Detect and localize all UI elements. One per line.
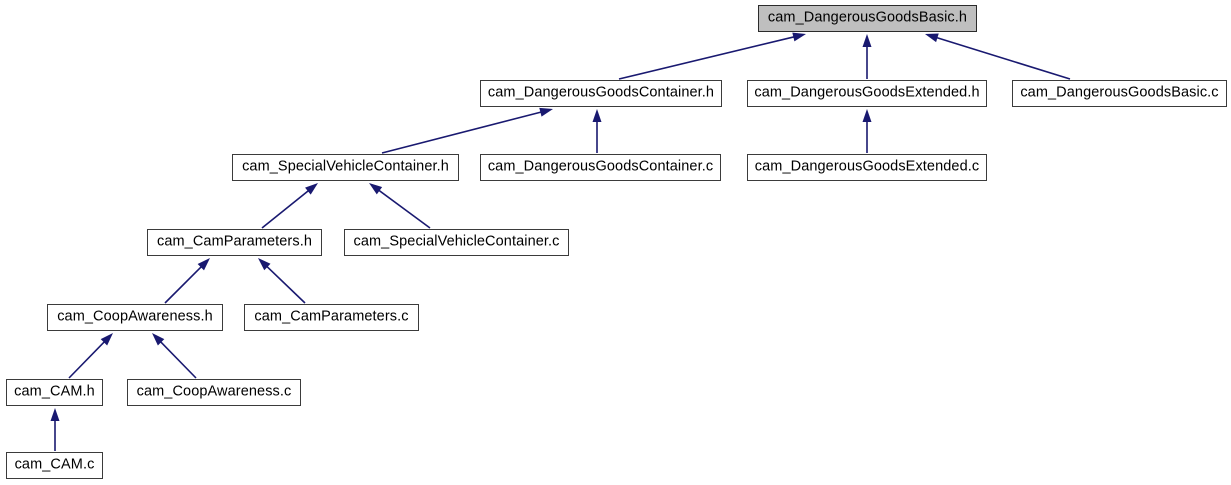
graph-node-label: cam_DangerousGoodsBasic.c bbox=[1020, 84, 1219, 101]
edge-line bbox=[261, 189, 310, 229]
graph-node-dangerous_goods_container_h[interactable]: cam_DangerousGoodsContainer.h bbox=[480, 80, 722, 107]
graph-edge-coop_awareness_h-to-cam_parameters_h bbox=[164, 258, 210, 304]
graph-edge-dangerous_goods_container_c-to-dangerous_goods_container_h bbox=[592, 109, 602, 153]
graph-node-label: cam_DangerousGoodsContainer.c bbox=[487, 158, 714, 175]
graph-node-cam_cam_h[interactable]: cam_CAM.h bbox=[6, 379, 103, 406]
graph-edge-special_vehicle_container_c-to-special_vehicle_container_h bbox=[369, 183, 431, 229]
graph-edge-cam_cam_h-to-coop_awareness_h bbox=[68, 333, 113, 379]
graph-node-label: cam_DangerousGoodsExtended.h bbox=[754, 84, 980, 101]
edge-line bbox=[265, 265, 306, 304]
graph-node-label: cam_DangerousGoodsBasic.h bbox=[767, 9, 968, 26]
graph-node-label: cam_DangerousGoodsContainer.h bbox=[487, 84, 715, 101]
edge-arrowhead-icon bbox=[197, 258, 210, 271]
graph-node-label: cam_CAM.h bbox=[14, 383, 95, 400]
graph-node-coop_awareness_c[interactable]: cam_CoopAwareness.c bbox=[127, 379, 301, 406]
edge-line bbox=[381, 110, 543, 154]
graph-node-special_vehicle_container_c[interactable]: cam_SpecialVehicleContainer.c bbox=[344, 229, 569, 256]
graph-node-label: cam_DangerousGoodsExtended.c bbox=[754, 158, 980, 175]
graph-node-cam_parameters_h[interactable]: cam_CamParameters.h bbox=[147, 229, 322, 256]
graph-node-label: cam_CoopAwareness.c bbox=[136, 383, 292, 400]
edge-arrowhead-icon bbox=[258, 258, 271, 271]
edge-arrowhead-icon bbox=[305, 183, 318, 195]
graph-node-coop_awareness_h[interactable]: cam_CoopAwareness.h bbox=[47, 304, 223, 331]
edge-arrowhead-icon bbox=[369, 183, 383, 195]
edge-arrowhead-icon bbox=[925, 33, 939, 43]
edge-arrowhead-icon bbox=[862, 109, 872, 122]
edge-line bbox=[159, 340, 197, 379]
edge-line bbox=[68, 340, 106, 379]
edge-arrowhead-icon bbox=[592, 109, 602, 122]
graph-edge-dangerous_goods_extended_h-to-dangerous_goods_basic_h bbox=[862, 34, 872, 79]
edge-line bbox=[164, 265, 203, 304]
edge-arrowhead-icon bbox=[50, 408, 60, 421]
graph-edge-dangerous_goods_extended_c-to-dangerous_goods_extended_h bbox=[862, 109, 872, 153]
graph-node-label: cam_SpecialVehicleContainer.h bbox=[242, 158, 449, 175]
graph-node-label: cam_SpecialVehicleContainer.c bbox=[353, 233, 560, 250]
graph-edge-cam_cam_c-to-cam_cam_h bbox=[50, 408, 60, 451]
edge-arrowhead-icon bbox=[862, 34, 872, 47]
graph-edge-cam_parameters_h-to-special_vehicle_container_h bbox=[261, 183, 318, 229]
edge-arrowhead-icon bbox=[100, 333, 113, 346]
graph-node-label: cam_CamParameters.c bbox=[254, 308, 409, 325]
graph-node-label: cam_CamParameters.h bbox=[156, 233, 312, 250]
graph-node-dangerous_goods_basic_c[interactable]: cam_DangerousGoodsBasic.c bbox=[1012, 80, 1227, 107]
graph-node-cam_cam_c[interactable]: cam_CAM.c bbox=[6, 452, 103, 479]
graph-node-dangerous_goods_container_c[interactable]: cam_DangerousGoodsContainer.c bbox=[480, 154, 721, 181]
graph-node-label: cam_CoopAwareness.h bbox=[57, 308, 213, 325]
edge-arrowhead-icon bbox=[152, 333, 165, 346]
graph-node-dangerous_goods_extended_h[interactable]: cam_DangerousGoodsExtended.h bbox=[747, 80, 987, 107]
edge-arrowhead-icon bbox=[792, 32, 806, 42]
graph-node-label: cam_CAM.c bbox=[14, 456, 95, 473]
graph-node-cam_parameters_c[interactable]: cam_CamParameters.c bbox=[244, 304, 419, 331]
graph-node-dangerous_goods_extended_c[interactable]: cam_DangerousGoodsExtended.c bbox=[747, 154, 987, 181]
graph-edge-special_vehicle_container_h-to-dangerous_goods_container_h bbox=[381, 107, 553, 154]
graph-edge-dangerous_goods_basic_c-to-dangerous_goods_basic_h bbox=[925, 33, 1071, 80]
edge-line bbox=[377, 188, 431, 229]
graph-node-special_vehicle_container_h[interactable]: cam_SpecialVehicleContainer.h bbox=[232, 154, 459, 181]
graph-node-dangerous_goods_basic_h[interactable]: cam_DangerousGoodsBasic.h bbox=[758, 5, 977, 32]
edge-line bbox=[935, 36, 1071, 80]
edge-line bbox=[618, 35, 796, 80]
edge-arrowhead-icon bbox=[539, 107, 553, 117]
graph-edge-coop_awareness_c-to-coop_awareness_h bbox=[152, 333, 197, 379]
graph-edge-cam_parameters_c-to-cam_parameters_h bbox=[258, 258, 306, 304]
graph-edge-dangerous_goods_container_h-to-dangerous_goods_basic_h bbox=[618, 32, 806, 80]
